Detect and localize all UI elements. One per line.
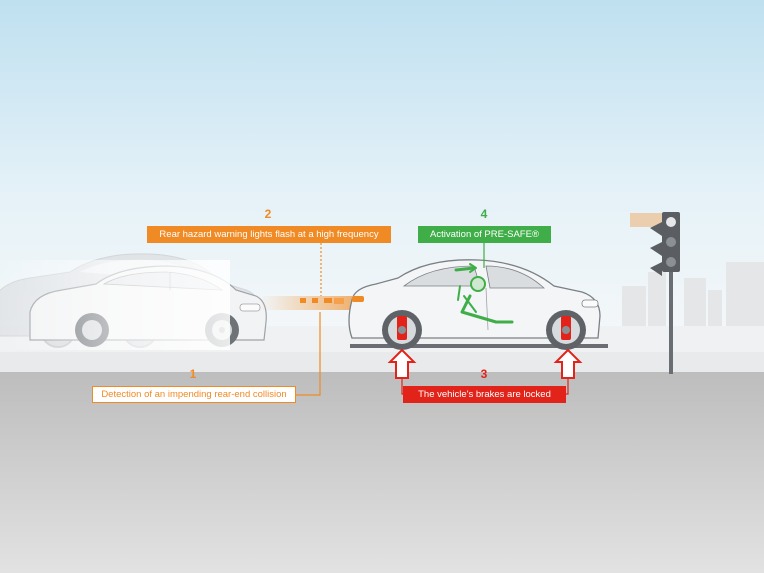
- annotation-4-number: 4: [480, 207, 488, 221]
- orange-connectors: [296, 243, 322, 396]
- annotation-2-label: Rear hazard warning lights flash at a hi…: [147, 226, 391, 243]
- road: [0, 372, 764, 573]
- occupant-seat-icon: [454, 263, 514, 324]
- car-front-icon: [348, 259, 608, 350]
- annotation-3-number: 3: [480, 367, 488, 381]
- city-silhouette: [622, 262, 764, 328]
- motion-blur: [0, 260, 230, 350]
- traffic-light-icon: [630, 212, 680, 374]
- annotation-2-number: 2: [264, 207, 272, 221]
- brake-arrow-icon: [387, 348, 583, 395]
- annotation-1-number: 1: [189, 367, 197, 381]
- hazard-light-icon: [260, 296, 352, 310]
- annotation-4-label: Activation of PRE-SAFE®: [418, 226, 551, 243]
- annotation-1-label: Detection of an impending rear-end colli…: [92, 386, 296, 403]
- annotation-3-label: The vehicle's brakes are locked: [403, 386, 566, 403]
- curb: [0, 352, 764, 372]
